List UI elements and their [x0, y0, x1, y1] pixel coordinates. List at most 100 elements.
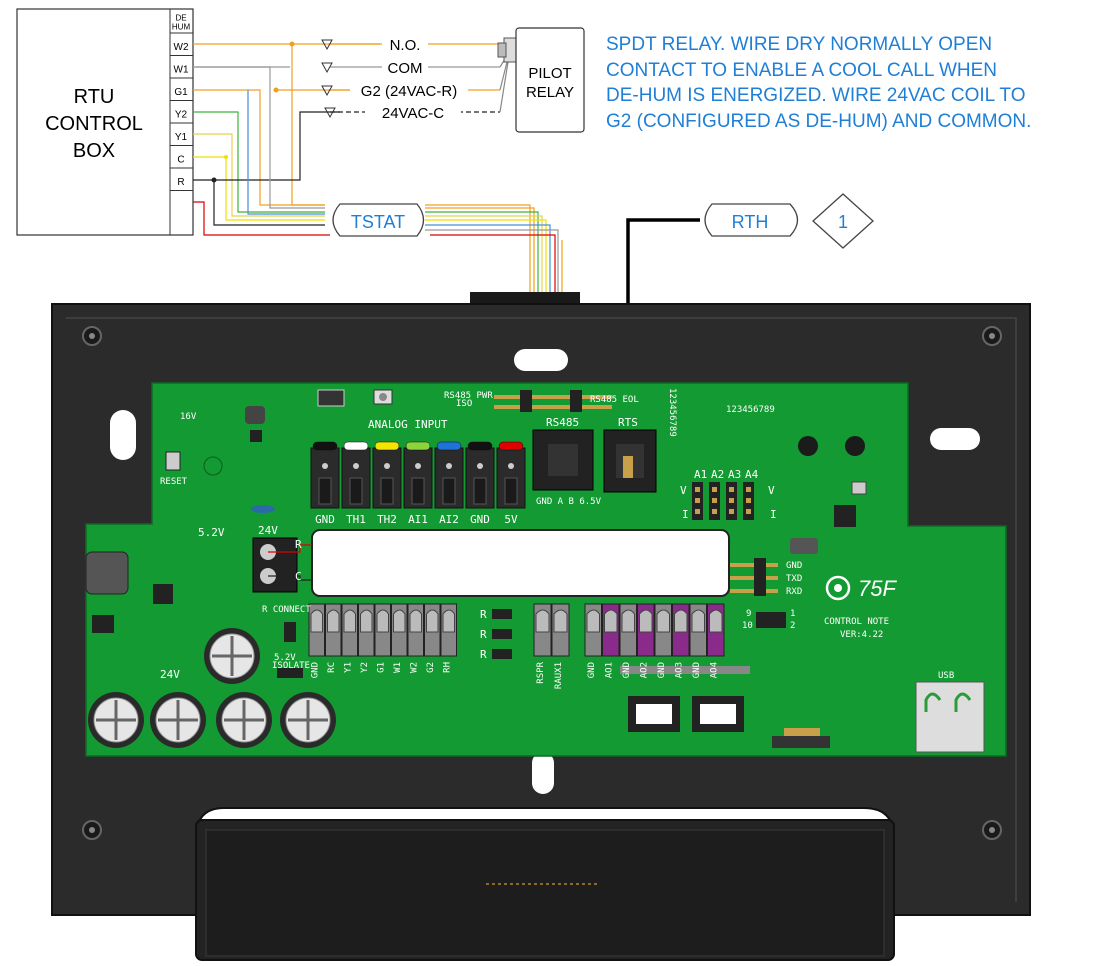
label-version: VER:4.22: [840, 630, 883, 640]
wire-label-24vac-c: 24VAC-C: [382, 105, 444, 122]
terminal: [584, 603, 602, 657]
label-r-connect: R CONNECT: [262, 605, 311, 615]
terminal-label: G2: [426, 662, 436, 673]
label-10: 10: [742, 621, 753, 631]
terminal: [325, 603, 342, 657]
rth-tag: RTH 1: [704, 193, 874, 249]
terminal: [533, 603, 552, 657]
terminal-label: Y1: [343, 662, 353, 673]
terminal: [672, 603, 690, 657]
terminal: [308, 603, 325, 657]
note-line-1: SPDT RELAY. WIRE DRY NORMALLY OPEN: [606, 34, 992, 55]
terminal: [619, 603, 637, 657]
triangle-icon: [324, 107, 336, 119]
rtu-terminal-label: W1: [174, 65, 189, 76]
analog-input-terminal: [403, 441, 433, 509]
terminal-label: G1: [376, 662, 386, 673]
analog-input-terminal: [434, 441, 464, 509]
analog-pin-label: TH2: [377, 513, 397, 526]
capacitor: [280, 692, 336, 748]
terminal-label: AO2: [639, 662, 649, 678]
terminal: [374, 603, 391, 657]
rtu-terminal-label: Y1: [175, 132, 188, 143]
label-gnd: GND: [786, 561, 802, 571]
rtu-title-line3: BOX: [73, 140, 115, 162]
label-product: CONTROL NOTE: [824, 617, 889, 627]
relay-title-line1: PILOT: [528, 65, 571, 82]
label-txd: TXD: [786, 574, 802, 584]
analog-pin-label: GND: [315, 513, 335, 526]
analog-pin-label: AI2: [439, 513, 459, 526]
label-i-left: I: [682, 508, 689, 521]
label-jumper-rg1: R: [480, 648, 487, 661]
rtu-title-line1: RTU: [74, 86, 115, 108]
label-analog-input: ANALOG INPUT: [368, 418, 448, 431]
callout-number: 1: [838, 212, 848, 232]
terminal: [440, 603, 457, 657]
label-5v2: 5.2V: [198, 526, 225, 539]
triangle-icon: [321, 62, 333, 74]
rtu-terminal-label: HUM: [172, 23, 191, 32]
label-rs485-pins: GND A B 6.5V: [536, 497, 602, 507]
analog-input-terminal: [310, 441, 340, 509]
label-a2: A2: [711, 468, 724, 481]
terminal: [689, 603, 707, 657]
analog-input-terminal: [372, 441, 402, 509]
terminal: [551, 603, 570, 657]
label-rs485-eol: RS485 EOL: [590, 395, 639, 405]
wire-label-no: N.O.: [390, 37, 421, 54]
label-rxd: RXD: [786, 587, 802, 597]
label-r-term: R: [295, 538, 302, 551]
label-reset: RESET: [160, 477, 188, 487]
triangle-icon: [321, 85, 333, 97]
label-jumper-rc: R: [480, 608, 487, 621]
rtu-terminal-label: R: [177, 177, 184, 188]
terminal: [407, 603, 424, 657]
relay-wire-labels: N.O. COM G2 (24VAC-R) 24VAC-C: [321, 35, 468, 122]
triangle-icon: [321, 39, 333, 51]
label-a1: A1: [694, 468, 707, 481]
capacitor: [204, 628, 260, 684]
tstat-label: TSTAT: [351, 212, 405, 232]
analog-input-terminal: [465, 441, 495, 509]
terminal-label: GND: [692, 662, 702, 678]
relay-wires: [330, 43, 509, 113]
pcb-components: [85, 389, 985, 753]
label-24v-term: 24V: [258, 524, 278, 537]
terminal: [637, 603, 655, 657]
tstat-tag: TSTAT: [332, 203, 425, 237]
terminal: [358, 603, 375, 657]
note-line-4: G2 (CONFIGURED AS DE-HUM) AND COMMON.: [606, 111, 1031, 132]
relay-title-line2: RELAY: [526, 84, 574, 101]
terminal: [341, 603, 358, 657]
terminal-label: RAUX1: [554, 662, 564, 689]
label-v-right: V: [768, 484, 775, 497]
note-line-3: DE-HUM IS ENERGIZED. WIRE 24VAC COIL TO: [606, 85, 1025, 106]
terminal-label: RC: [327, 662, 337, 673]
label-usb: USB: [938, 671, 954, 681]
rth-label: RTH: [732, 212, 769, 232]
label-jumper-rh: R: [480, 628, 487, 641]
label-24v-bottom: 24V: [160, 668, 180, 681]
label-a4: A4: [745, 468, 759, 481]
terminal-label: AO4: [709, 662, 719, 678]
terminal-label: AO3: [674, 662, 684, 678]
label-c-term: C: [295, 570, 302, 583]
label-serial-vertical: 123456789: [667, 388, 677, 437]
terminal-label: W2: [409, 662, 419, 673]
note-line-2: CONTACT TO ENABLE A COOL CALL WHEN: [606, 60, 997, 81]
label-v-left: V: [680, 484, 687, 497]
terminal-label: GND: [657, 662, 667, 678]
rtu-terminal-label: G1: [174, 87, 188, 98]
label-rts: RTS: [618, 416, 638, 429]
terminal-label: GND: [587, 662, 597, 678]
pilot-relay: PILOT RELAY: [497, 27, 585, 133]
